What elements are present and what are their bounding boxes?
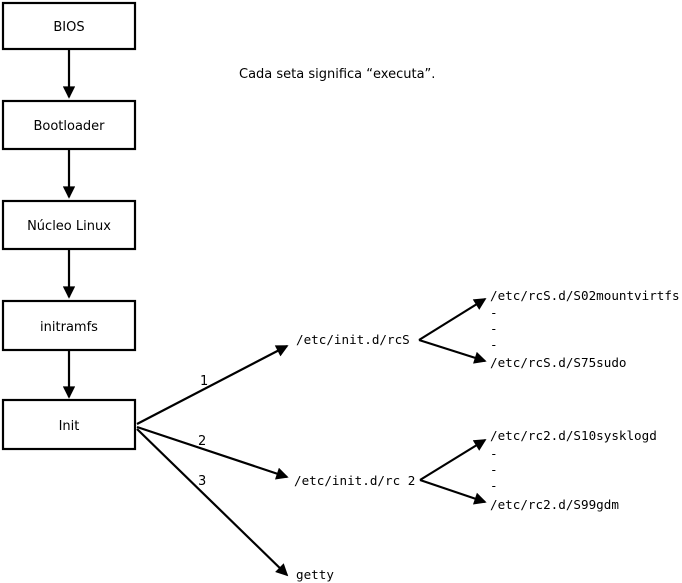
flow-box-bootloader bbox=[1, 99, 137, 151]
flow-column: BIOS Bootloader Núcleo Linux initramfs I… bbox=[1, 1, 137, 451]
rcs-label: /etc/init.d/rcS bbox=[296, 332, 410, 347]
flow-box-bios bbox=[1, 1, 137, 51]
flow-box-bootloader-label: Bootloader bbox=[33, 119, 105, 134]
rc2-ellipsis-dash-3: - bbox=[490, 478, 498, 493]
init-fan-arrows bbox=[136, 345, 289, 577]
flow-box-initramfs-label: initramfs bbox=[40, 320, 98, 335]
flow-box-initramfs bbox=[1, 299, 137, 352]
arrow-rcs-to-last-script bbox=[418, 338, 487, 364]
rc2-label: /etc/init.d/rc 2 bbox=[294, 473, 415, 488]
branch-number-2: 2 bbox=[198, 434, 206, 449]
flow-box-kernel bbox=[1, 199, 137, 251]
arrow-rc2-to-first-script bbox=[419, 439, 487, 481]
rcs-ellipsis-dash-3: - bbox=[490, 337, 498, 352]
branch-number-3: 3 bbox=[198, 474, 206, 489]
rcs-first-script-label: /etc/rcS.d/S02mountvirtfs bbox=[490, 288, 680, 303]
caption-text: Cada seta significa “executa”. bbox=[239, 67, 435, 82]
rcs-last-script-label: /etc/rcS.d/S75sudo bbox=[490, 355, 626, 370]
rc2-first-script-label: /etc/rc2.d/S10sysklogd bbox=[490, 428, 657, 443]
arrow-rc2-to-last-script bbox=[419, 478, 487, 505]
flow-box-init bbox=[1, 398, 137, 451]
arrow-rcs-to-first-script bbox=[418, 298, 487, 341]
arrow-init-to-getty bbox=[136, 428, 289, 577]
flow-box-kernel-label: Núcleo Linux bbox=[27, 219, 111, 234]
rc2-last-script-label: /etc/rc2.d/S99gdm bbox=[490, 497, 619, 512]
rcs-ellipsis-dash-2: - bbox=[490, 321, 498, 336]
arrow-init-to-rcs bbox=[136, 345, 289, 425]
rcs-ellipsis-dash-1: - bbox=[490, 305, 498, 320]
flow-box-bios-label: BIOS bbox=[53, 20, 84, 35]
flow-box-init-label: Init bbox=[59, 419, 80, 434]
branch-number-1: 1 bbox=[200, 374, 208, 389]
rc2-ellipsis-dash-1: - bbox=[490, 446, 498, 461]
getty-label: getty bbox=[296, 567, 334, 582]
rc2-ellipsis-dash-2: - bbox=[490, 462, 498, 477]
branch-rcs: /etc/init.d/rcS /etc/rcS.d/S02mountvirtf… bbox=[296, 288, 680, 370]
branch-rc2: /etc/init.d/rc 2 /etc/rc2.d/S10sysklogd … bbox=[294, 428, 657, 512]
arrow-init-to-rc2 bbox=[136, 425, 289, 480]
